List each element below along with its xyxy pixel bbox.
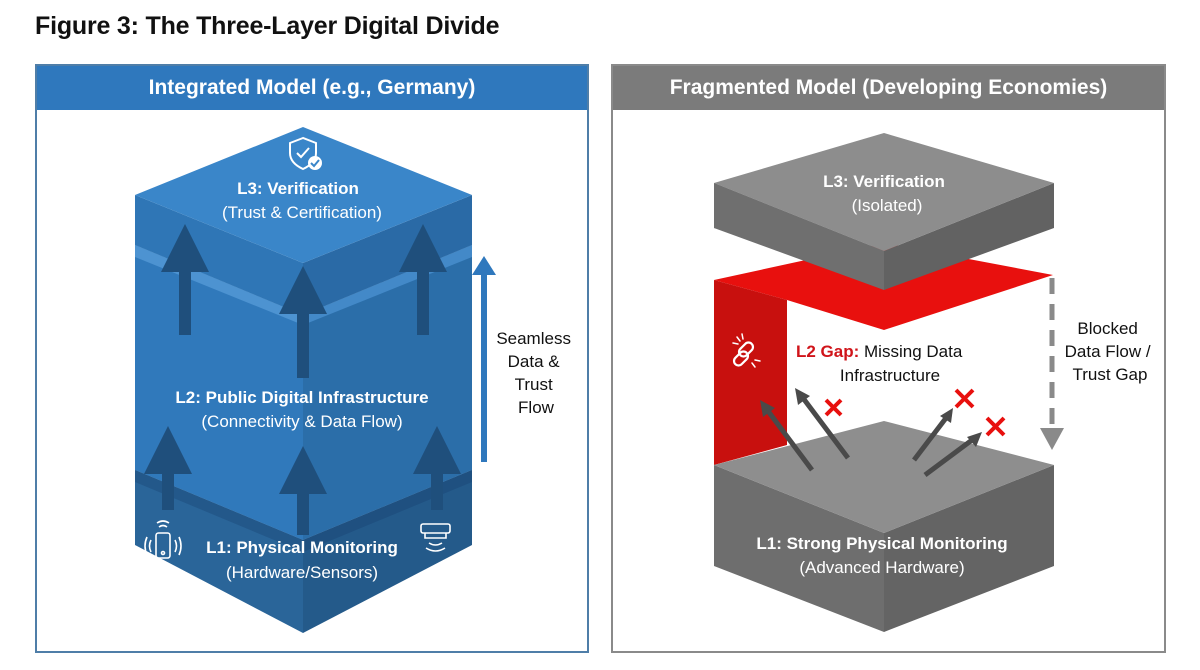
integrated-model-panel: Integrated Model (e.g., Germany)	[35, 64, 589, 653]
fragmented-model-header: Fragmented Model (Developing Economies)	[613, 66, 1164, 110]
fragmented-model-panel: Fragmented Model (Developing Economies)	[611, 64, 1166, 653]
integrated-model-header: Integrated Model (e.g., Germany)	[37, 66, 587, 110]
figure-title: Figure 3: The Three-Layer Digital Divide	[35, 12, 500, 40]
